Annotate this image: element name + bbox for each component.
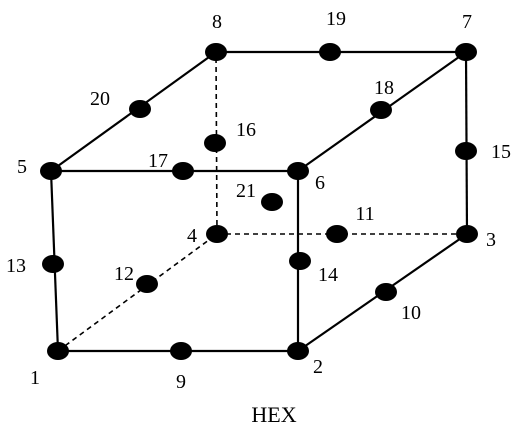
node-label-2: 2 — [313, 356, 323, 378]
node-label-19: 19 — [326, 8, 346, 30]
node-label-16: 16 — [236, 119, 256, 141]
nodes — [40, 43, 478, 360]
node-label-20: 20 — [90, 88, 110, 110]
node-1 — [47, 342, 69, 360]
node-label-4: 4 — [187, 225, 197, 247]
node-2 — [287, 342, 309, 360]
hidden-edge-1-4 — [57, 233, 218, 352]
node-label-21: 21 — [236, 180, 256, 202]
node-label-1: 1 — [30, 367, 40, 389]
node-18 — [370, 101, 392, 119]
node-4 — [206, 225, 228, 243]
node-label-8: 8 — [212, 11, 222, 33]
node-label-5: 5 — [17, 156, 27, 178]
node-label-10: 10 — [401, 302, 421, 324]
node-12 — [136, 275, 158, 293]
node-label-7: 7 — [462, 11, 472, 33]
node-3 — [456, 225, 478, 243]
node-label-3: 3 — [486, 229, 496, 251]
node-17 — [172, 162, 194, 180]
node-7 — [455, 43, 477, 61]
node-20 — [129, 100, 151, 118]
node-19 — [319, 43, 341, 61]
node-15 — [455, 142, 477, 160]
node-11 — [326, 225, 348, 243]
caption: HEX — [251, 402, 296, 427]
node-10 — [375, 283, 397, 301]
node-9 — [170, 342, 192, 360]
node-5 — [40, 162, 62, 180]
node-label-13: 13 — [6, 255, 26, 277]
node-label-11: 11 — [355, 203, 374, 225]
node-21 — [261, 193, 283, 211]
node-8 — [205, 43, 227, 61]
node-label-15: 15 — [491, 141, 511, 163]
node-16 — [204, 134, 226, 152]
node-label-18: 18 — [374, 77, 394, 99]
node-label-17: 17 — [148, 150, 168, 172]
node-label-9: 9 — [176, 371, 186, 393]
node-6 — [287, 162, 309, 180]
node-label-14: 14 — [318, 264, 338, 286]
node-label-6: 6 — [315, 172, 325, 194]
node-13 — [42, 255, 64, 273]
node-14 — [289, 252, 311, 270]
node-label-12: 12 — [114, 263, 134, 285]
